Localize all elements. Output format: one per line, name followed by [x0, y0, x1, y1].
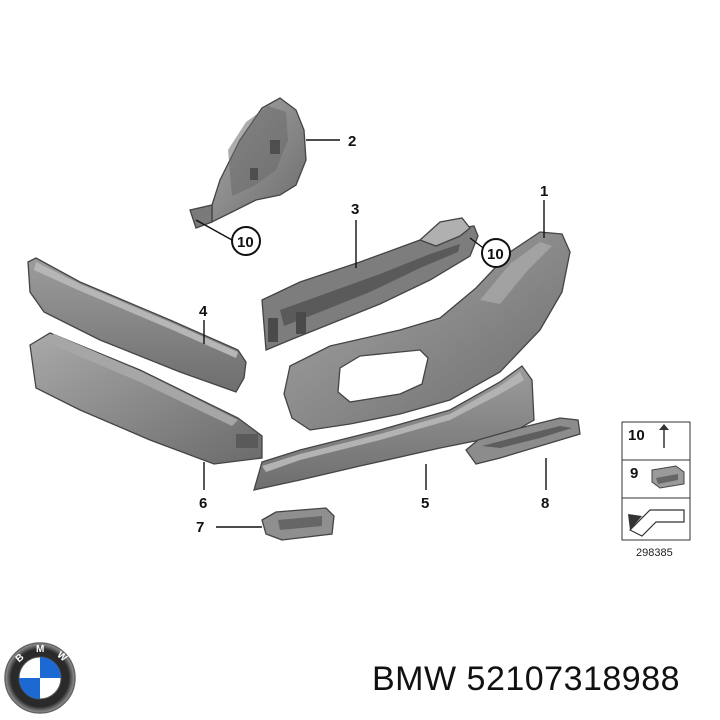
callout-10-left: 10: [231, 226, 261, 256]
part-4-strip: [27, 257, 247, 393]
legend-box: 10 9 298385: [621, 421, 691, 559]
label-part-7: 7: [196, 519, 204, 536]
part-2-cover: [189, 97, 307, 229]
leader-lines: [195, 139, 547, 528]
label-part-5: 5: [421, 495, 429, 512]
bmw-logo: B M W: [4, 642, 76, 714]
label-part-2: 2: [348, 133, 356, 150]
legend-clip-9-icon: [651, 465, 685, 489]
part-6-cover: [29, 332, 263, 465]
svg-text:M: M: [36, 644, 44, 655]
legend-arrow-icon: [628, 509, 685, 537]
legend-item-10-label: 10: [628, 427, 645, 444]
part-1-side-shield: [283, 231, 571, 431]
legend-clip-10-icon: [659, 424, 669, 448]
legend-item-9-label: 9: [630, 465, 638, 482]
callout-10-right-label: 10: [487, 246, 504, 263]
part-5-trim: [253, 365, 535, 491]
part-7-clip: [261, 507, 335, 541]
label-part-1: 1: [540, 183, 548, 200]
legend-reference-number: 298385: [636, 547, 673, 559]
label-part-6: 6: [199, 495, 207, 512]
part-3-bracket: [261, 217, 479, 351]
part-number-caption: BMW 52107318988: [372, 660, 681, 698]
part-8-rail: [465, 417, 581, 465]
label-part-8: 8: [541, 495, 549, 512]
label-part-3: 3: [351, 201, 359, 218]
label-part-4: 4: [199, 303, 208, 320]
callout-10-right: 10: [481, 238, 511, 268]
callout-10-left-label: 10: [237, 234, 254, 251]
